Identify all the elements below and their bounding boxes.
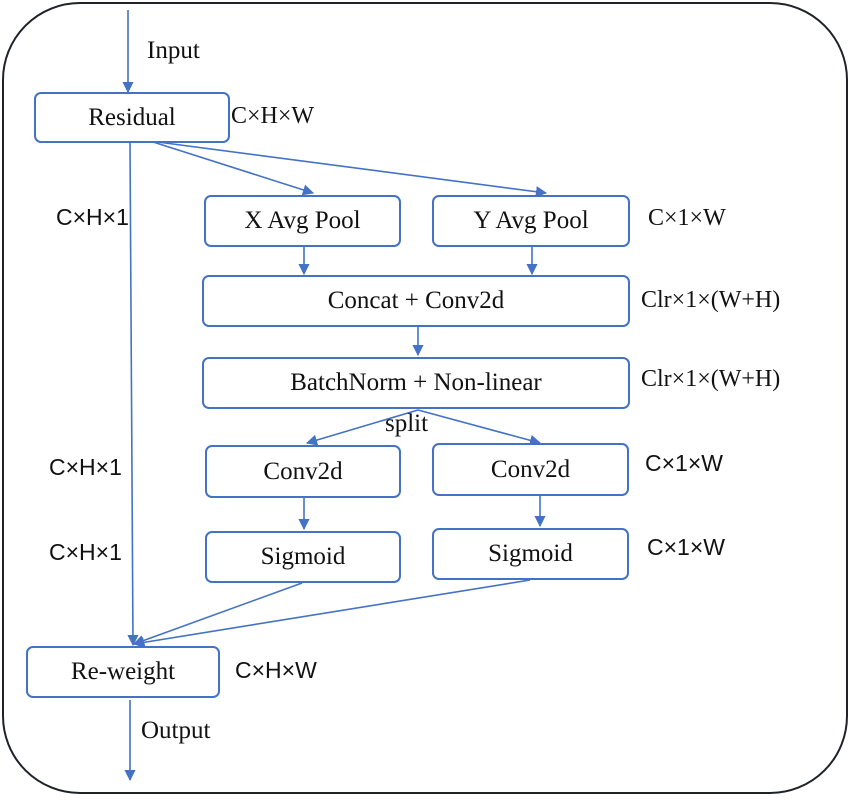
edge-residual-to-x-pool — [149, 140, 315, 196]
reweight-dim-label: C×H×W — [235, 657, 317, 683]
sigmoid-right-dim-label: C×1×W — [647, 534, 725, 560]
split-label: split — [385, 410, 429, 437]
sigmoid-left-node: Sigmoid — [205, 531, 401, 583]
y-pool-dim-label: C×1×W — [648, 205, 726, 231]
batchnorm-nonlinear-node: BatchNorm + Non-linear — [202, 357, 630, 409]
output-label: Output — [141, 717, 211, 744]
y-avg-pool-node: Y Avg Pool — [432, 195, 630, 247]
batchnorm-dim-label: Clr×1×(W+H) — [641, 366, 781, 392]
concat-conv2d-node: Concat + Conv2d — [202, 275, 630, 327]
sigmoid-right-node: Sigmoid — [432, 528, 629, 580]
residual-dim-label: C×H×W — [231, 103, 315, 129]
x-avg-pool-node: X Avg Pool — [204, 195, 401, 247]
conv-left-dim-label: C×H×1 — [49, 454, 122, 480]
x-pool-dim-label: C×H×1 — [56, 204, 129, 230]
conv2d-right-node: Conv2d — [432, 443, 629, 496]
edge-left-sigmoid-to-reweight — [132, 582, 303, 646]
conv2d-left-node: Conv2d — [205, 445, 401, 498]
reweight-node: Re-weight — [26, 646, 220, 698]
input-label: Input — [147, 37, 200, 64]
residual-node: Residual — [34, 92, 230, 143]
sigmoid-left-dim-label: C×H×1 — [49, 539, 122, 565]
edge-right-sigmoid-to-reweight — [132, 579, 531, 648]
edge-split-to-left-conv — [305, 409, 419, 446]
concat-dim-label: Clr×1×(W+H) — [641, 287, 781, 313]
edge-residual-to-y-pool — [149, 140, 548, 198]
edge-split-to-right-conv — [417, 409, 542, 446]
conv-right-dim-label: C×1×W — [645, 450, 723, 476]
edge-residual-to-reweight — [127, 142, 139, 647]
